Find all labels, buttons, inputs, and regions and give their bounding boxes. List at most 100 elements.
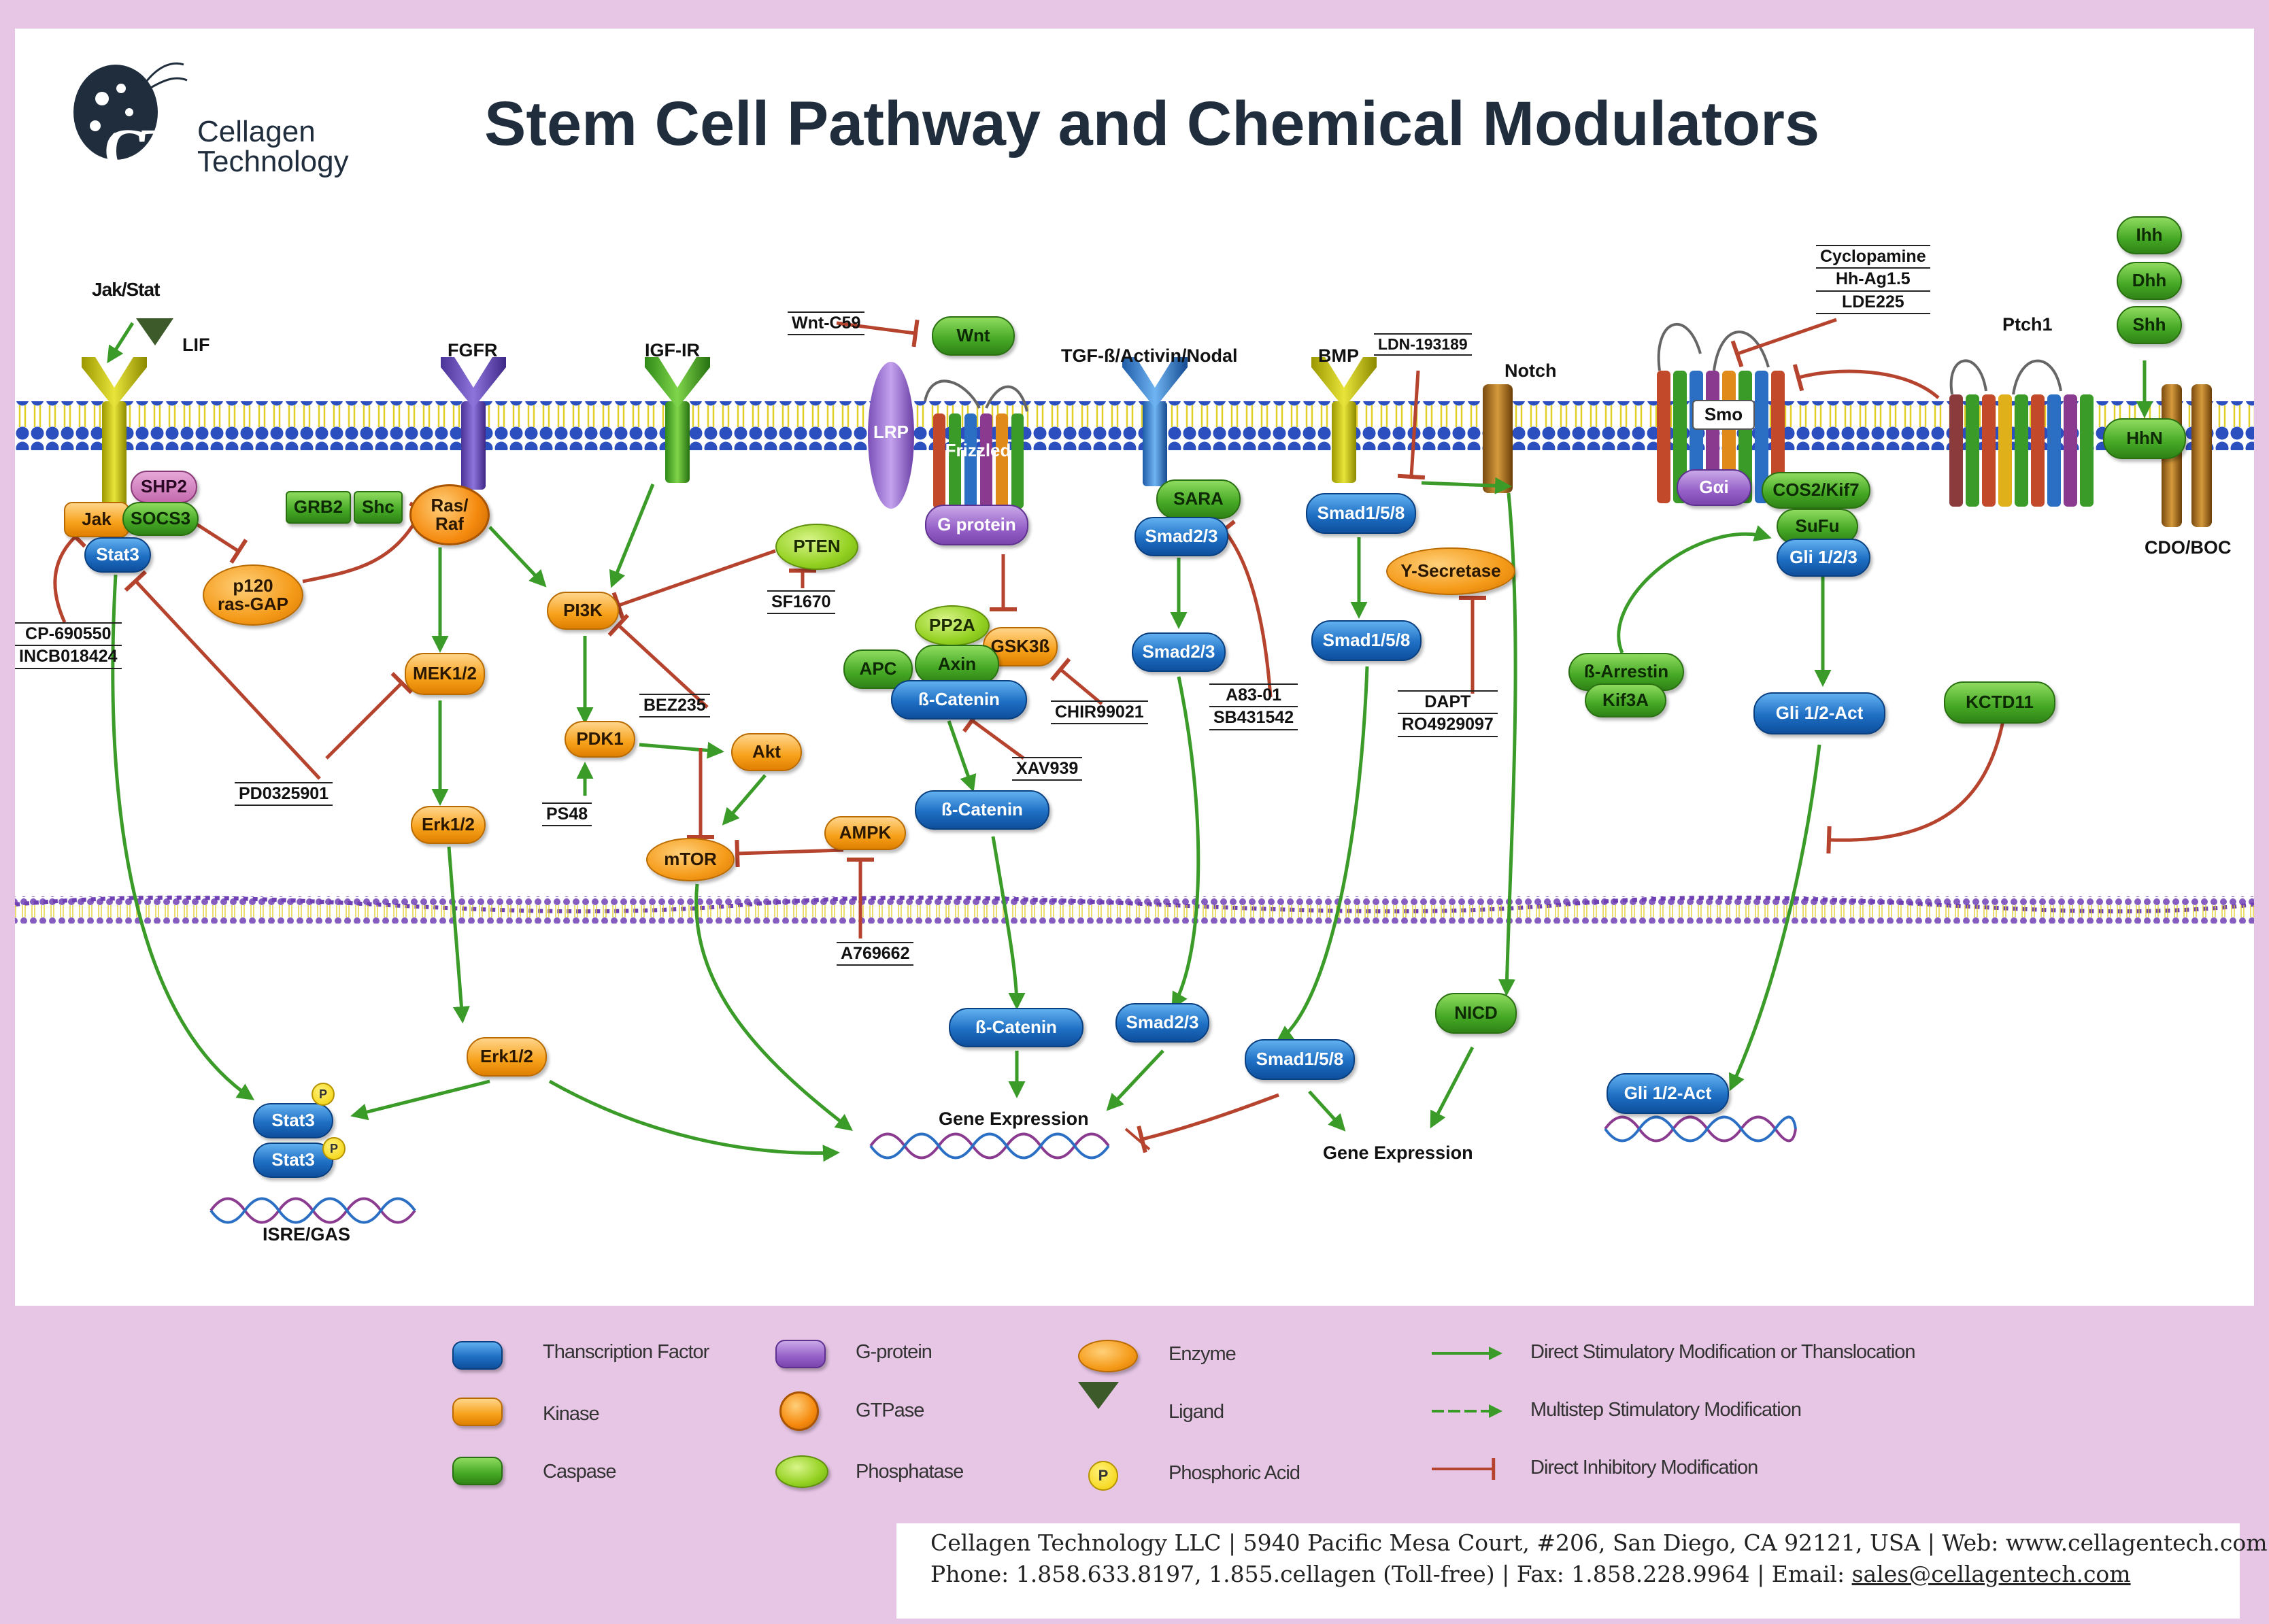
- node-frizzled: Frizzled: [945, 440, 1011, 461]
- label-gene-expression-1: Gene Expression: [939, 1109, 1089, 1129]
- label-igfir: IGF-IR: [645, 340, 700, 360]
- node-akt: Akt: [731, 733, 802, 771]
- inhibitor-cyclo-1: Cyclopamine: [1816, 245, 1930, 269]
- legend-label-stimulatory: Direct Stimulatory Modification or Thans…: [1530, 1341, 1916, 1363]
- legend-swatch-enzyme: [1078, 1340, 1138, 1372]
- brand-line-1: Cellagen: [197, 115, 316, 148]
- node-gsk3b: GSK3ß: [983, 627, 1058, 666]
- legend-label-gtpase: GTPase: [856, 1400, 924, 1421]
- inhibitor-pd-1: PD0325901: [235, 782, 333, 807]
- node-jak: Jak: [64, 502, 129, 537]
- node-socs3: SOCS3: [122, 502, 199, 536]
- legend-panel: [0, 1306, 2269, 1523]
- footer-line-2: Phone: 1.858.633.8197, 1.855.cellagen (T…: [896, 1559, 2240, 1590]
- inhibitor-dapt: DAPT RO4929097: [1398, 690, 1498, 737]
- node-p120-rasgap: p120 ras-GAP: [203, 564, 303, 626]
- footer: Cellagen Technology LLC | 5940 Pacific M…: [896, 1523, 2268, 1619]
- node-smad23-a: Smad2/3: [1134, 517, 1228, 556]
- legend-swatch-gprotein: [775, 1340, 826, 1368]
- node-nicd: NICD: [1435, 993, 1517, 1034]
- stimulatory-arrows: [107, 322, 2153, 1162]
- label-notch: Notch: [1505, 360, 1557, 381]
- node-shp2: SHP2: [131, 471, 197, 503]
- node-grb2: GRB2: [286, 491, 351, 524]
- legend-label-ligand: Ligand: [1169, 1401, 1224, 1423]
- inhibitor-ldn: LDN-193189: [1374, 333, 1472, 356]
- label-cdo: CDO/BOC: [2145, 537, 2232, 558]
- node-ampk: AMPK: [824, 816, 906, 850]
- legend-label-phosphoric-acid: Phosphoric Acid: [1169, 1462, 1300, 1484]
- label-lif: LIF: [182, 335, 210, 355]
- inhibitor-a83: A83-01 SB431542: [1209, 683, 1298, 730]
- inhibitor-a769: A769662: [837, 942, 914, 966]
- node-smad23-b: Smad2/3: [1132, 632, 1226, 672]
- node-wnt: Wnt: [932, 316, 1015, 356]
- legend-label-enzyme: Enzyme: [1169, 1343, 1237, 1365]
- node-shc: Shc: [354, 491, 403, 524]
- node-cos2: COS2/Kif7: [1762, 472, 1870, 509]
- frizzled-barrels: [924, 379, 1028, 509]
- legend-swatch-phosphatase: [775, 1455, 828, 1488]
- legend-swatch-phosphoric-acid: P: [1088, 1461, 1118, 1491]
- email-link[interactable]: sales@cellagentech.com: [1851, 1560, 2131, 1587]
- inhibitor-dapt-2: RO4929097: [1398, 714, 1498, 737]
- node-stat3-p1: Stat3: [253, 1103, 333, 1138]
- node-ihh: Ihh: [2117, 216, 2182, 254]
- legend-label-tf: Thanscription Factor: [543, 1341, 709, 1363]
- inhibitor-dapt-1: DAPT: [1398, 690, 1498, 715]
- inhibitor-ldn-1: LDN-193189: [1374, 333, 1472, 356]
- node-mtor: mTOR: [646, 838, 735, 881]
- node-axin: Axin: [915, 645, 999, 684]
- node-pten: PTEN: [775, 524, 858, 570]
- legend-label-phosphatase: Phosphatase: [856, 1461, 964, 1483]
- node-erk-nuc: Erk1/2: [467, 1037, 547, 1077]
- inhibitor-chir: CHIR99021: [1051, 700, 1148, 725]
- inhibitor-pd: PD0325901: [235, 782, 333, 807]
- inhibitor-xav-1: XAV939: [1012, 757, 1083, 781]
- dna-isre: [209, 1197, 416, 1224]
- inhibitor-wntc59: Wnt-C59: [788, 311, 865, 336]
- cell-membrane: [15, 401, 2254, 450]
- label-isre: ISRE/GAS: [263, 1224, 351, 1245]
- node-gli123: Gli 1/2/3: [1777, 539, 1870, 577]
- ptch1-barrels: [1949, 359, 2094, 507]
- node-gai: Gαi: [1677, 469, 1751, 506]
- legend-swatch-kinase: [452, 1398, 503, 1426]
- label-jakstat: Jak/Stat: [92, 279, 160, 300]
- node-sufu: SuFu: [1777, 509, 1858, 544]
- page-title: Stem Cell Pathway and Chemical Modulator…: [484, 89, 1820, 158]
- legend-swatch-gtpase: [779, 1391, 819, 1431]
- node-gamma-secretase: Y-Secretase: [1386, 547, 1515, 595]
- diagram-panel: [15, 29, 2254, 1306]
- label-ptch1: Ptch1: [2002, 314, 2053, 335]
- inhibitor-wntc59-1: Wnt-C59: [788, 311, 865, 336]
- label-fgfr: FGFR: [448, 340, 498, 360]
- node-gprotein: G protein: [925, 505, 1028, 545]
- inhibitor-xav: XAV939: [1012, 757, 1083, 781]
- footer-line-1: Cellagen Technology LLC | 5940 Pacific M…: [930, 1529, 2268, 1556]
- node-lrp: LRP: [873, 422, 909, 443]
- lif-ligand-icon: [136, 318, 173, 345]
- node-pdk1: PDK1: [565, 721, 635, 758]
- legend-label-caspase: Caspase: [543, 1461, 616, 1483]
- node-pi3k: PI3K: [547, 592, 619, 630]
- inhibitor-a769-1: A769662: [837, 942, 914, 966]
- node-smo: Smo: [1692, 400, 1755, 430]
- ras-line-2: Raf: [435, 513, 464, 534]
- node-smad158-nuc: Smad1/5/8: [1245, 1039, 1355, 1080]
- legend-swatch-caspase: [452, 1457, 503, 1485]
- legend-label-gprotein: G-protein: [856, 1341, 932, 1363]
- inhibitor-cyclo: Cyclopamine Hh-Ag1.5 LDE225: [1816, 245, 1930, 314]
- node-erk-cyto: Erk1/2: [411, 806, 486, 844]
- bmp-receptor: [1311, 357, 1377, 483]
- node-stat3: Stat3: [84, 537, 151, 573]
- legend-label-multistep: Multistep Stimulatory Modification: [1530, 1399, 1802, 1421]
- node-smad158-a: Smad1/5/8: [1306, 493, 1416, 534]
- p120-line-1: p120: [233, 575, 273, 596]
- inhibitor-ps48-1: PS48: [542, 802, 592, 827]
- node-shh: Shh: [2117, 306, 2182, 344]
- tgf-receptor: [1122, 357, 1188, 486]
- inhibitor-bez: BEZ235: [639, 694, 710, 718]
